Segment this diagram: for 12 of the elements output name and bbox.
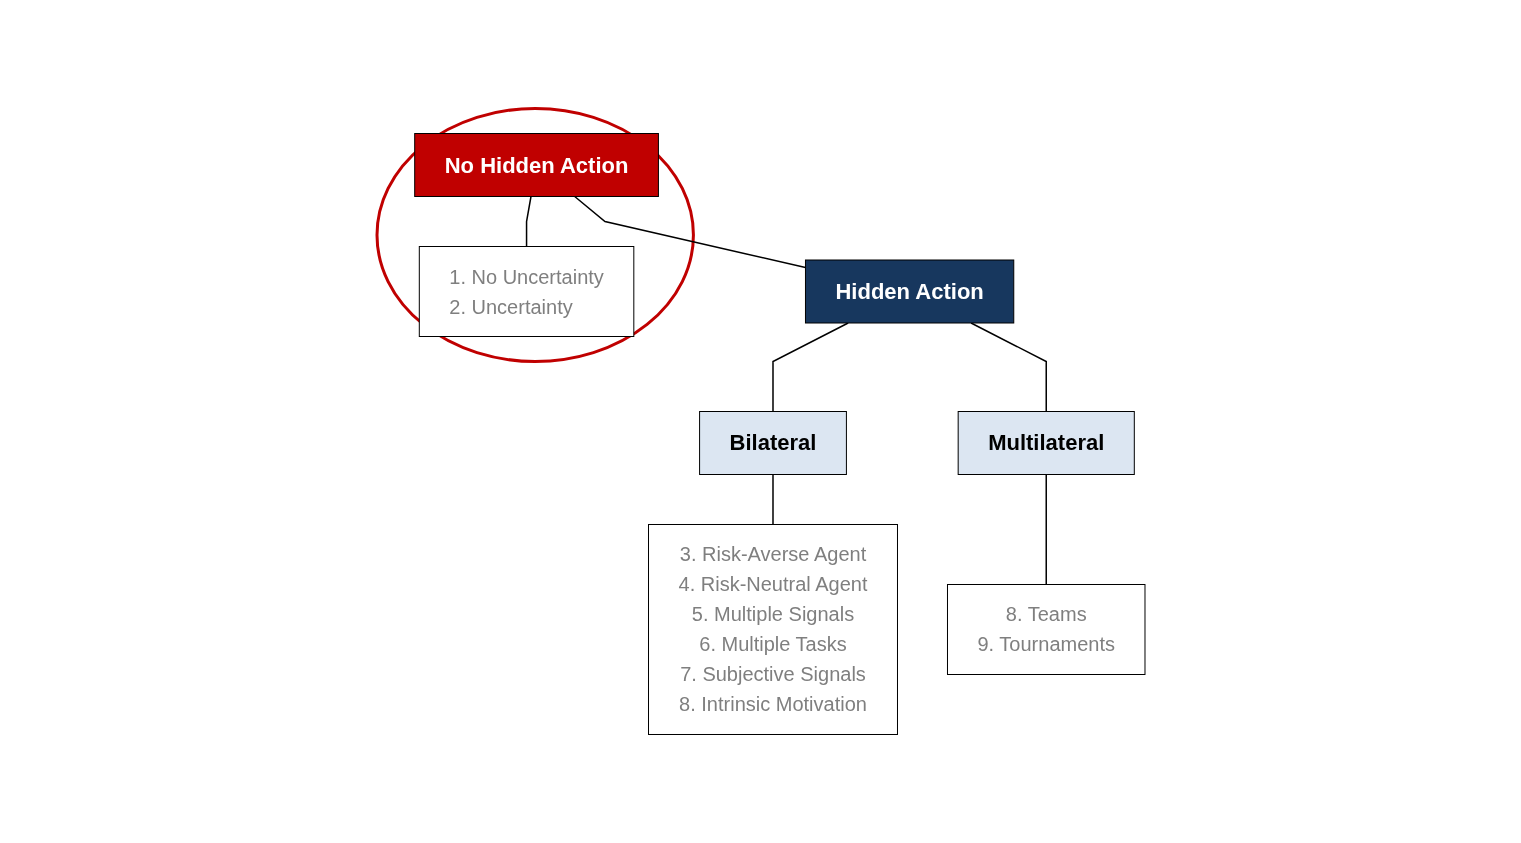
node-box: No Hidden Action [413, 133, 659, 197]
node-box: Bilateral [698, 411, 847, 475]
node-box: 1. No Uncertainty 2. Uncertainty [418, 246, 634, 337]
node-box: Hidden Action [804, 259, 1014, 324]
node-box: Multilateral [957, 411, 1135, 475]
connector [771, 473, 774, 526]
connector [573, 195, 806, 269]
node-box: 8. Teams 9. Tournaments [946, 584, 1145, 675]
node-box: 3. Risk-Averse Agent 4. Risk-Neutral Agent 5. Multiple Signals 6. Multiple Tasks 7. Subjective Signals 8. Intrinsic Motivation [647, 524, 898, 735]
connector [525, 195, 532, 248]
connector [771, 322, 849, 413]
connector [1045, 473, 1047, 586]
